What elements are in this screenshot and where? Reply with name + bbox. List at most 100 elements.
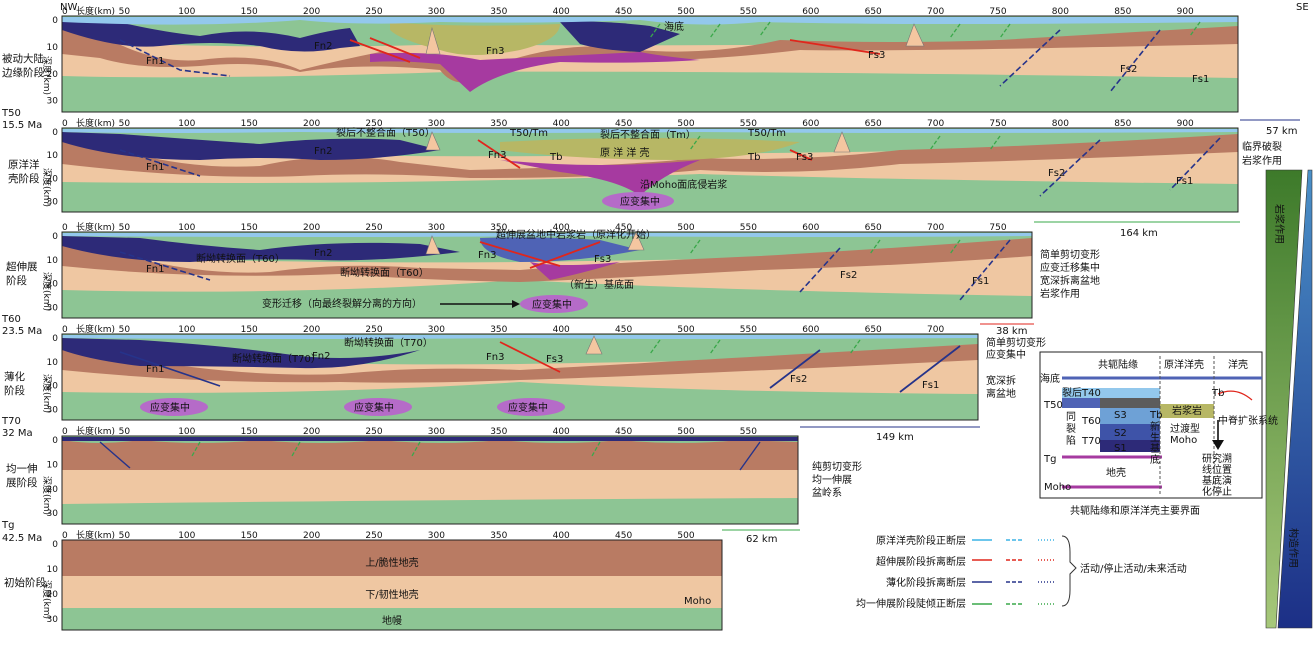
x-tick-label: 600 [802,325,819,335]
x-tick-label: 650 [865,325,882,335]
km-164: 164 km [1120,228,1158,239]
x-tick-label: 100 [178,531,195,541]
tb-left-label: Tb [549,152,562,163]
panel-initial [61,539,723,631]
x-tick-label: 150 [241,531,258,541]
x-tick-label: 300 [428,223,445,233]
inset-title: 共轭陆缘和原洋洋壳主要界面 [1070,504,1200,517]
age-15-5: 15.5 Ma [2,120,42,131]
x-tick-label: 50 [119,119,131,129]
x-tick-label: 450 [615,223,632,233]
x-tick-label: 350 [490,427,507,437]
inset-study-line: 化停止 [1202,485,1232,498]
x-tick-label: 850 [1114,119,1131,129]
strain-label: 应变集中 [532,298,572,311]
x-tick-label: 800 [1052,119,1069,129]
pure-note-line: 盆岭系 [812,486,842,499]
x-tick-label: 500 [677,531,694,541]
thin-note2-line: 宽深拆 [986,374,1016,387]
x-tick-label: 550 [740,223,757,233]
depth-tick-label: 30 [47,405,59,415]
depth-tick-label: 20 [47,280,59,290]
panel-proto-oceanic [61,127,1239,213]
x-tick-label: 850 [1114,7,1131,17]
depth-tick-label: 0 [52,540,58,550]
strain-label: 应变集中 [150,401,190,414]
hyper-note-line: 应变迁移集中 [1040,261,1100,274]
tectonic-bar-label: 构造作用 [1287,528,1300,568]
depth-tick-label: 10 [47,151,59,161]
inset-left-label: 海底 [1040,372,1060,385]
x-tick-label: 100 [178,119,195,129]
fault-label-fn1: Fn1 [146,56,164,67]
stage-name-line2: 壳阶段 [8,172,40,185]
depth-tick-label: 0 [52,16,58,26]
panel-thinning [61,333,979,421]
detach-t60-a: 断坳转换面（T60） [196,252,285,265]
inset-study-line: 基底演 [1202,474,1232,487]
t50-tm-left-label: T50/Tm [509,128,548,139]
x-tick-label: 550 [740,7,757,17]
x-tick-label: 150 [241,427,258,437]
detach-t60-b: 断坳转换面（T60） [340,266,429,279]
fault-label-fn1: Fn1 [146,364,164,375]
underplating-label: 沿Moho面底侵岩浆 [640,178,727,191]
depth-tick-label: 0 [52,232,58,242]
depth-tick-label: 0 [52,334,58,344]
fault-label-fs1: Fs1 [972,276,989,287]
x-axis-label: 长度(km) [76,323,115,335]
fault-label-fn2: Fn2 [312,351,330,362]
strain-label: 应变集中 [354,401,394,414]
x-tick-label: 200 [303,119,320,129]
green-normal-faults [191,21,1201,457]
inset-left-label: 陷 [1066,434,1076,447]
inset-left-label: Tg [1043,454,1056,465]
x-tick-label: 450 [615,7,632,17]
x-tick-label: 600 [802,7,819,17]
depth-tick-label: 0 [52,128,58,138]
stage-name-line2: 展阶段 [6,476,38,489]
inset-header-conjugate: 共轭陆缘 [1098,358,1138,371]
x-tick-label: 250 [365,7,382,17]
boundary-Tg: Tg [1,520,14,531]
panel-homogeneous-extension [61,435,799,525]
x-tick-label: 650 [865,223,882,233]
legend-row-label: 原洋洋壳阶段正断层 [876,534,966,547]
inset-header-proto: 原洋洋壳 [1164,358,1204,371]
hyper-note-line: 宽深拆离盆地 [1040,274,1100,287]
inset-left-label: T70 [1081,436,1101,447]
se-corner-label: SE [1296,2,1309,13]
migration-arrowhead [512,300,520,308]
x-tick-label: 700 [927,325,944,335]
x-tick-label: 50 [119,223,131,233]
x-tick-label: 500 [677,325,694,335]
inset-left-label: T50 [1043,400,1063,411]
depth-tick-label: 10 [47,43,59,53]
x-tick-label: 250 [365,531,382,541]
boundary-T60: T60 [1,314,21,325]
x-tick-label: 200 [303,531,320,541]
fault-label-fs2: Fs2 [840,270,857,281]
x-tick-label: 150 [241,119,258,129]
x-tick-label: 150 [241,223,258,233]
fault-label-fs2: Fs2 [790,374,807,385]
magmatism-note: 岩浆作用 [1242,154,1282,167]
inset-new-basement: 生 [1150,431,1160,444]
panel-passive-margin [61,15,1239,113]
inset-left-label: T60 [1081,416,1101,427]
depth-tick-label: 30 [47,97,59,107]
inset-ridge-label: 中脊扩张系统 [1218,414,1278,427]
fault-label-fn2: Fn2 [314,41,332,52]
fault-label-fn2: Fn2 [314,146,332,157]
x-tick-label: 0 [62,531,68,541]
nw-corner-label: NW [60,2,77,13]
x-tick-label: 200 [303,427,320,437]
fault-label-fs1: Fs1 [1176,176,1193,187]
fault-label-fn1: Fn1 [146,162,164,173]
fault-label-fs1: Fs1 [922,380,939,391]
x-tick-label: 700 [927,119,944,129]
inset-unit-s3: S3 [1114,410,1127,421]
depth-axis-label: 深度(km) [41,56,53,95]
seafloor-label: 海底 [664,20,684,33]
